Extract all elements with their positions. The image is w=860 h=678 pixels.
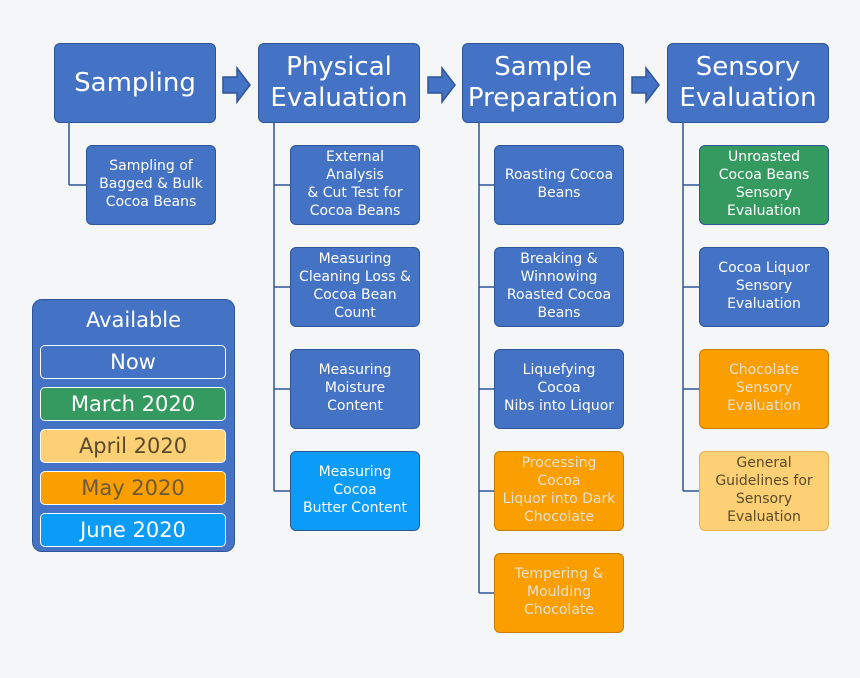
right-arrow-icon <box>631 65 660 105</box>
stage-header-2: Physical Evaluation <box>258 43 420 123</box>
step-box: Liquefying Cocoa Nibs into Liquor <box>494 349 624 429</box>
right-arrow-icon <box>427 65 456 105</box>
step-box: Unroasted Cocoa Beans Sensory Evaluation <box>699 145 829 225</box>
legend-item-june-2020: June 2020 <box>40 513 226 547</box>
step-box: Chocolate Sensory Evaluation <box>699 349 829 429</box>
step-box: Cocoa Liquor Sensory Evaluation <box>699 247 829 327</box>
stage-header-1: Sampling <box>54 43 216 123</box>
step-box: Processing Cocoa Liquor into Dark Chocol… <box>494 451 624 531</box>
legend-item-now: Now <box>40 345 226 379</box>
legend-title: Available <box>85 308 182 332</box>
step-box: Measuring Cleaning Loss & Cocoa Bean Cou… <box>290 247 420 327</box>
step-box: Measuring Moisture Content <box>290 349 420 429</box>
step-box: General Guidelines for Sensory Evaluatio… <box>699 451 829 531</box>
step-box: External Analysis & Cut Test for Cocoa B… <box>290 145 420 225</box>
step-box: Roasting Cocoa Beans <box>494 145 624 225</box>
right-arrow-icon <box>222 65 251 105</box>
legend-item-april-2020: April 2020 <box>40 429 226 463</box>
legend-item-may-2020: May 2020 <box>40 471 226 505</box>
stage-header-3: Sample Preparation <box>462 43 624 123</box>
step-box: Measuring Cocoa Butter Content <box>290 451 420 531</box>
legend-item-march-2020: March 2020 <box>40 387 226 421</box>
stage-header-4: Sensory Evaluation <box>667 43 829 123</box>
step-box: Breaking & Winnowing Roasted Cocoa Beans <box>494 247 624 327</box>
step-box: Sampling of Bagged & Bulk Cocoa Beans <box>86 145 216 225</box>
step-box: Tempering & Moulding Chocolate <box>494 553 624 633</box>
